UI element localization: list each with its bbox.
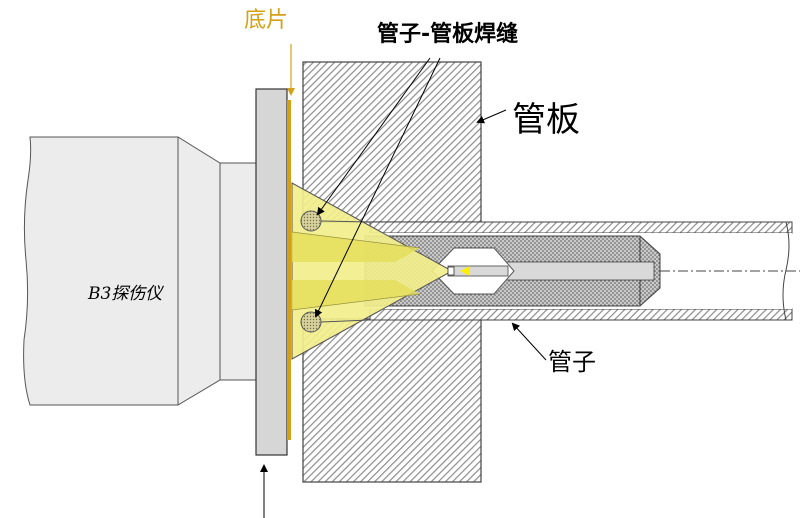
tube-arrow: [511, 322, 547, 361]
tube-wall-upper: [369, 221, 793, 234]
tube-break: [782, 221, 790, 321]
weld-leader-lower: [314, 57, 441, 318]
device-label: B3探伤仪: [88, 284, 163, 304]
source-glow: [460, 266, 470, 276]
tube-plate-arrow: [476, 109, 507, 124]
film-strip: [287, 100, 291, 440]
source-point: [447, 266, 455, 276]
instrument-body: [23, 136, 259, 406]
tube-end-mask: [793, 215, 800, 325]
radiation-cone: [291, 182, 454, 360]
weld-label: 管子-管板焊缝: [377, 22, 519, 47]
weld-leader-upper: [316, 57, 431, 216]
tube-label: 管子: [548, 348, 596, 376]
source-rod-neck: [447, 265, 509, 277]
weld-seam-upper: [320, 220, 371, 223]
tube-plate-label: 管板: [512, 100, 580, 140]
weld-lower: [300, 311, 322, 333]
tube-wall-lower: [369, 308, 793, 321]
tube-plate-lower: [302, 318, 482, 483]
film-label: 底片: [244, 8, 289, 33]
weld-seam-lower: [320, 319, 371, 323]
tube-plate-upper: [302, 61, 482, 223]
instrument-faceplate: [255, 88, 288, 456]
